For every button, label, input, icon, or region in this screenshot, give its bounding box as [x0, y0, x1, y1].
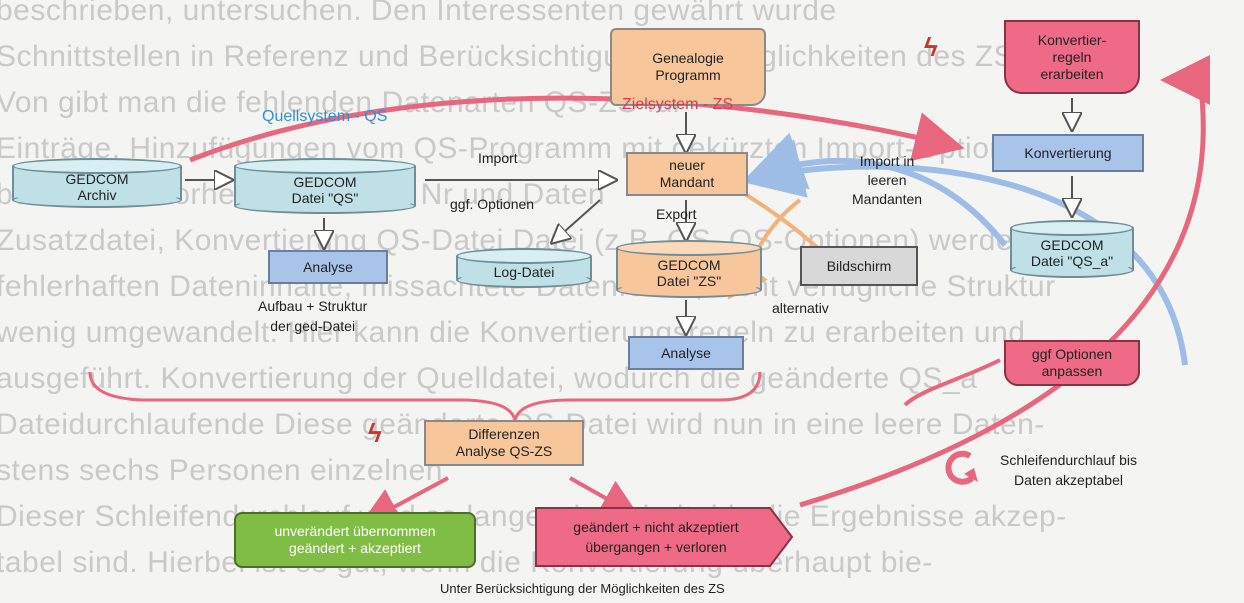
gedcom-qs-cylinder: GEDCOM Datei "QS" [234, 158, 416, 214]
background-text-line: ausgeführt. Konvertierung der Quelldatei… [0, 362, 978, 395]
import-label: Import [478, 150, 518, 166]
alternativ-label: alternativ [772, 300, 829, 316]
genealogie-programm-label: Genealogie Programm [652, 50, 724, 83]
export-label: Export [656, 206, 697, 222]
blue-arc-2 [742, 139, 1188, 366]
genealogie-programm-scroll: Genealogie Programm [610, 28, 766, 106]
analyse-qs-box: Analyse [268, 250, 388, 284]
log-datei-label: Log-Datei [493, 264, 555, 280]
quellsystem-label: Quellsystem - QS [262, 108, 388, 125]
loop-arrow-icon [942, 448, 982, 488]
geaendert-pentagon: geändert + nicht akzeptiert übergangen +… [534, 506, 794, 568]
footer-caption: Unter Berücksichtigung der Möglichkeiten… [440, 581, 725, 596]
analyse-zs-box: Analyse [628, 336, 744, 370]
neuer-mandant-box: neuer Mandant [626, 152, 748, 196]
background-text-line: wenig umgewandelt. Hier kann die Konvert… [0, 316, 1026, 349]
gedcom-zs-label: GEDCOM Datei "ZS" [656, 257, 722, 289]
gedcom-qs-a-label: GEDCOM Datei "QS_a" [1030, 237, 1114, 269]
gedcom-archiv-label: GEDCOM Archiv [65, 171, 129, 203]
red-arc-top [189, 95, 965, 163]
red-curve-options [903, 358, 1001, 407]
gedcom-archiv-cylinder: GEDCOM Archiv [12, 158, 182, 208]
red-arrow-right [569, 476, 641, 518]
background-text-line: Einträge, Hinzufügungen vom QS-Programm … [0, 132, 1041, 165]
gedcom-qs-label: GEDCOM Datei "QS" [291, 174, 359, 206]
background-text-line: Schnittstellen in Referenz und Berücksic… [0, 40, 1015, 73]
background-text-line: Dieser Schleifendurchlauf wird so lange … [0, 500, 1067, 533]
red-brace [88, 371, 762, 421]
geaendert-label: geändert + nicht akzeptiert übergangen +… [573, 519, 739, 555]
arrow-qs-log [555, 199, 601, 240]
lightning-icon: ϟ [924, 32, 938, 62]
zielsystem-label: Zielsystem - ZS [622, 96, 734, 113]
background-text-line: Von gibt man die fehlenden Datenarten QS… [0, 86, 684, 119]
background-text-line: stens sechs Personen einzelnen [0, 454, 443, 487]
schleife-label: Schleifendurchlauf bis Daten akzeptabel [1000, 452, 1137, 488]
bildschirm-box: Bildschirm [800, 246, 918, 286]
log-datei-cylinder: Log-Datei [456, 248, 592, 288]
background-text-line: beschrieben, untersuchen. Den Interessen… [0, 0, 837, 27]
lightning-icon: ϟ [368, 418, 382, 448]
unveraendert-box: unverändert übernommen geändert + akzept… [234, 512, 476, 568]
red-curve-right [799, 55, 1210, 508]
aufbau-label: Aufbau + Struktur der ged-Datei [258, 298, 368, 334]
konvertierung-box: Konvertierung [992, 134, 1144, 172]
gedcom-zs-cylinder: GEDCOM Datei "ZS" [616, 240, 762, 298]
differenzen-box: Differenzen Analyse QS-ZS [424, 420, 584, 466]
ggf-optionen-box: ggf Optionen anpassen [1004, 340, 1140, 386]
gedcom-qs-a-cylinder: GEDCOM Datei "QS_a" [1010, 220, 1134, 278]
konvertierregeln-box: Konvertier- regeln erarbeiten [1004, 20, 1140, 94]
ggf-optionen-label: ggf. Optionen [450, 196, 535, 212]
import-leeren-label: Import in leeren Mandanten [852, 153, 923, 207]
